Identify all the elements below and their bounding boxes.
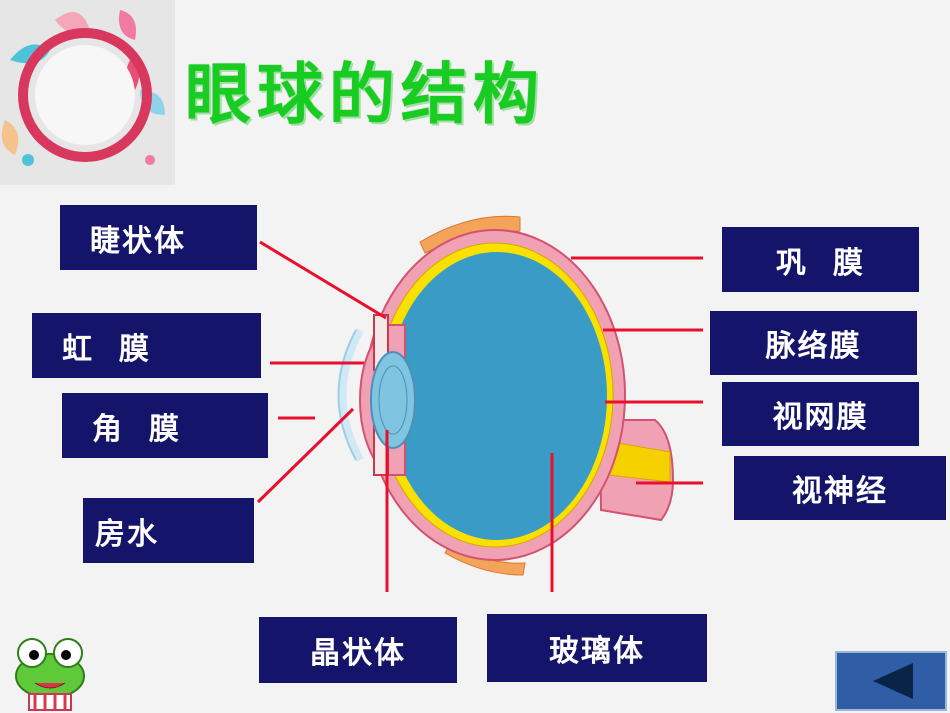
triangle-left-icon xyxy=(873,663,913,699)
label-iris: 虹 膜 xyxy=(32,313,261,378)
label-sclera: 巩 膜 xyxy=(722,227,919,292)
label-optic-nerve: 视神经 xyxy=(734,456,946,520)
frog-icon xyxy=(15,638,85,711)
label-cornea: 角 膜 xyxy=(62,393,268,458)
label-choroid: 脉络膜 xyxy=(710,311,917,375)
label-vitreous-body: 玻璃体 xyxy=(487,614,707,682)
label-ciliary-body: 睫状体 xyxy=(60,205,257,270)
label-retina: 视网膜 xyxy=(722,382,919,446)
circle-frame-icon xyxy=(0,0,175,185)
page-title: 眼球的结构 xyxy=(185,56,545,133)
label-lens: 晶状体 xyxy=(259,617,457,683)
back-button[interactable] xyxy=(835,651,947,711)
label-aqueous-humor: 房水 xyxy=(83,498,254,563)
